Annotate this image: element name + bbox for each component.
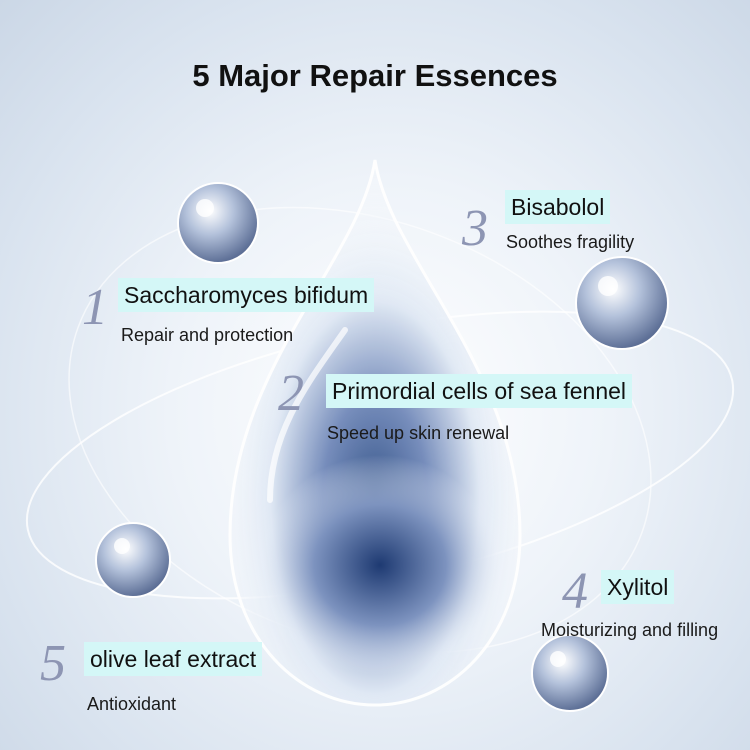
page-title: 5 Major Repair Essences xyxy=(192,58,558,93)
drop-highlight xyxy=(267,327,348,503)
essence-3-number: 3 xyxy=(462,200,488,257)
essence-5-name: olive leaf extract xyxy=(84,642,263,676)
sphere-5 xyxy=(95,522,171,598)
essence-5-benefit: Antioxidant xyxy=(87,694,177,714)
sphere-1 xyxy=(177,182,259,264)
essence-4-benefit: Moisturizing and filling xyxy=(541,620,719,640)
essence-3-benefit: Soothes fragility xyxy=(506,232,635,252)
essence-1-benefit: Repair and protection xyxy=(121,325,294,345)
essence-5-number: 5 xyxy=(40,635,66,692)
essence-3-name: Bisabolol xyxy=(505,190,611,224)
essence-2-name: Primordial cells of sea fennel xyxy=(326,374,633,408)
essence-2-number: 2 xyxy=(278,365,304,422)
essence-2-benefit: Speed up skin renewal xyxy=(327,423,510,443)
essence-4-name: Xylitol xyxy=(601,570,675,604)
essence-1-name: Saccharomyces bifidum xyxy=(118,278,375,312)
essence-1-number: 1 xyxy=(82,279,108,336)
sphere-3 xyxy=(575,256,669,350)
essence-4-number: 4 xyxy=(562,563,588,620)
sphere-4 xyxy=(531,634,609,712)
drop-core xyxy=(260,455,500,675)
